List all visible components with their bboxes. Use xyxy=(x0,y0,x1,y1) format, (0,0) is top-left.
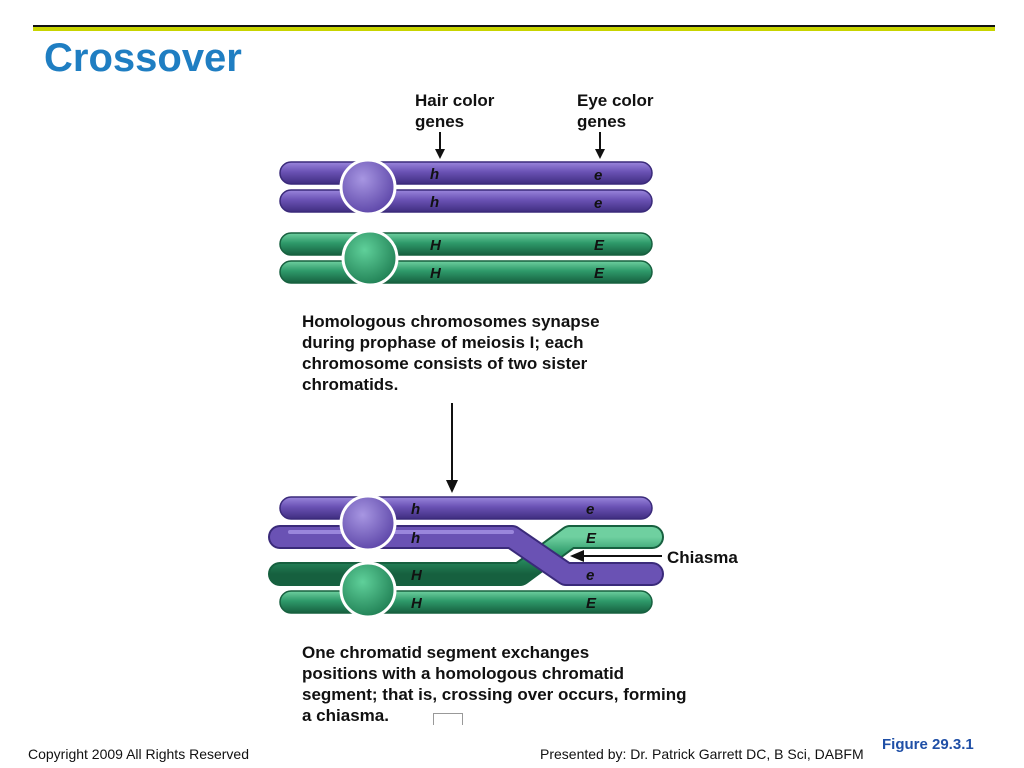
eye-gene-arrow xyxy=(595,132,605,159)
crossover-chromosomes: h e h E H e H E xyxy=(268,494,664,619)
gene-E-1: E xyxy=(594,237,605,254)
green-chromosome-top: H E H E xyxy=(279,229,653,287)
gene-row4-eye: E xyxy=(586,595,597,612)
hair-color-label: Hair color genes xyxy=(415,90,494,132)
gene-e-1: e xyxy=(594,167,602,184)
figure-label: Figure 29.3.1 xyxy=(882,736,974,753)
caption-2-line-1: One chromatid segment exchanges xyxy=(302,643,590,662)
eye-label-line-2: genes xyxy=(577,112,627,131)
eye-label-line-1: Eye color xyxy=(577,91,654,110)
gene-row4-hair: H xyxy=(411,595,423,612)
caption-2-line-3: segment; that is, crossing over occurs, … xyxy=(302,685,687,704)
caption-1-line-3: chromosome consists of two sister xyxy=(302,354,588,373)
caption-1-line-2: during prophase of meiosis I; each xyxy=(302,333,584,352)
gene-h-2: h xyxy=(430,194,439,211)
green-centromere xyxy=(341,229,399,287)
gene-E-2: E xyxy=(594,265,605,282)
gene-row3-eye: e xyxy=(586,567,594,584)
header-accent-bar xyxy=(33,25,995,31)
crossed-chromatid-row-1 xyxy=(279,496,653,520)
caption-2-line-4: a chiasma. xyxy=(302,706,389,725)
caption-1-line-1: Homologous chromosomes synapse xyxy=(302,312,600,331)
hair-gene-arrow xyxy=(435,132,445,159)
gene-h-1: h xyxy=(430,166,439,183)
caption-synapse: Homologous chromosomes synapse during pr… xyxy=(302,311,600,395)
gene-row1-eye: e xyxy=(586,501,594,518)
eye-color-label: Eye color genes xyxy=(577,90,654,132)
gene-H-1: H xyxy=(430,237,442,254)
hair-label-line-2: genes xyxy=(415,112,465,131)
green-centromere-bottom xyxy=(339,561,397,619)
hair-label-line-1: Hair color xyxy=(415,91,495,110)
footer-copyright: Copyright 2009 All Rights Reserved xyxy=(28,746,250,762)
gene-row3-hair: H xyxy=(411,567,423,584)
caption-crossover: One chromatid segment exchanges position… xyxy=(302,642,686,726)
gene-row2-eye: E xyxy=(586,530,597,547)
purple-chromosome-top: h e h e xyxy=(279,158,653,216)
placeholder-box xyxy=(433,713,463,725)
slide-title: Crossover xyxy=(44,36,242,80)
gene-H-2: H xyxy=(430,265,442,282)
footer-presenter: Presented by: Dr. Patrick Garrett DC, B … xyxy=(540,746,864,762)
chiasma-label: Chiasma xyxy=(667,548,738,567)
chiasma-pointer: Chiasma xyxy=(570,548,738,567)
caption-1-line-4: chromatids. xyxy=(302,375,399,394)
process-arrow xyxy=(446,403,458,493)
purple-centromere xyxy=(339,158,397,216)
crossed-chromatid-row-4 xyxy=(279,590,653,614)
purple-centromere-bottom xyxy=(339,494,397,552)
gene-e-2: e xyxy=(594,195,602,212)
caption-2-line-2: positions with a homologous chromatid xyxy=(302,664,625,683)
gene-row1-hair: h xyxy=(411,501,420,518)
gene-row2-hair: h xyxy=(411,530,420,547)
